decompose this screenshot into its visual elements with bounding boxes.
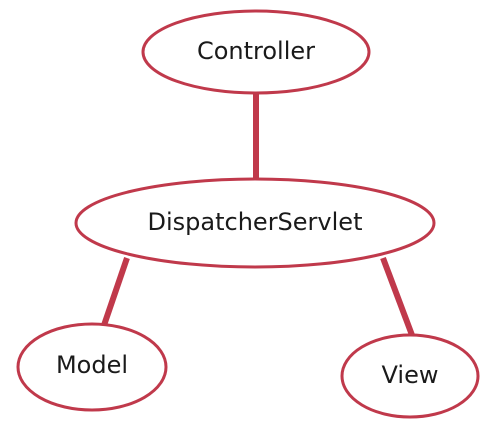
node-controller: Controller xyxy=(141,9,371,95)
node-controller-label: Controller xyxy=(197,37,315,65)
node-view: View xyxy=(340,333,480,419)
node-model-label: Model xyxy=(56,351,128,379)
node-dispatcher-shape xyxy=(74,177,436,269)
node-dispatcher-label: DispatcherServlet xyxy=(148,208,363,236)
node-model-shape xyxy=(16,322,168,412)
edge-dispatcher-view xyxy=(380,256,418,345)
node-model: Model xyxy=(16,322,168,412)
node-view-label: View xyxy=(382,361,439,389)
node-controller-shape xyxy=(141,9,371,95)
edge-dispatcher-model xyxy=(98,257,130,335)
node-dispatcher: DispatcherServlet xyxy=(74,177,436,269)
node-view-shape xyxy=(340,333,480,419)
